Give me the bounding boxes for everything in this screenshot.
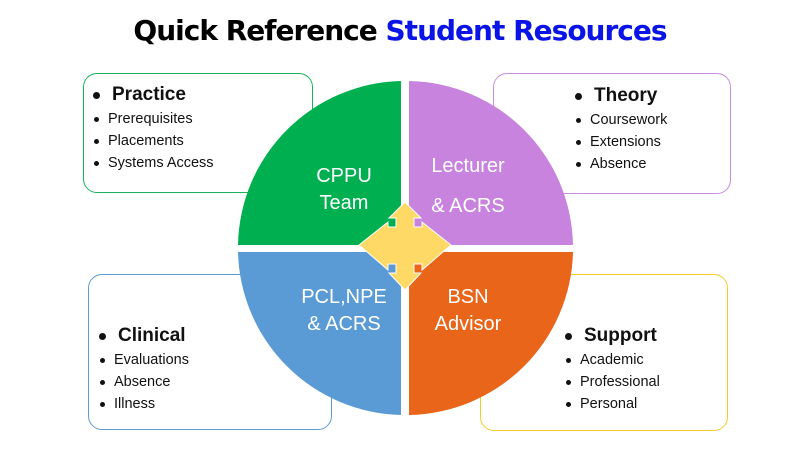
clinical-list: Clinical Evaluations Absence Illness — [99, 323, 189, 415]
bullet-icon — [566, 401, 571, 407]
list-item: Academic — [565, 349, 660, 371]
bullet-icon — [100, 357, 105, 363]
list-item: Absence — [575, 153, 667, 175]
bullet-icon — [94, 116, 99, 122]
list-item-text: Personal — [580, 396, 638, 412]
bullet-icon — [94, 160, 99, 166]
list-item: Absence — [99, 371, 189, 393]
list-item-text: Extensions — [590, 134, 661, 150]
practice-heading: Practice — [93, 82, 214, 108]
list-item: Prerequisites — [93, 108, 214, 130]
practice-list: Practice Prerequisites Placements System… — [93, 82, 214, 174]
bullet-icon — [575, 92, 582, 100]
list-item-text: Placements — [108, 133, 184, 149]
list-item-text: Professional — [580, 374, 660, 390]
bullet-icon — [100, 379, 105, 385]
bullet-icon — [100, 401, 105, 407]
list-item: Systems Access — [93, 152, 214, 174]
quadrant-label-bottom-right-line-1: BSN — [447, 286, 488, 308]
bullet-icon — [565, 332, 572, 340]
bullet-icon — [566, 357, 571, 363]
list-item-text: Coursework — [590, 112, 668, 128]
support-heading-text: Support — [584, 325, 657, 346]
bullet-icon — [566, 379, 571, 385]
quadrant-top-right — [409, 81, 573, 245]
page-title: Quick Reference Student Resources — [0, 14, 800, 47]
practice-heading-text: Practice — [112, 84, 186, 105]
list-item-text: Absence — [114, 374, 171, 390]
quadrant-top-left — [238, 81, 401, 245]
quadrant-bottom-right — [409, 252, 573, 415]
list-item-text: Absence — [590, 156, 647, 172]
bullet-icon — [99, 332, 106, 340]
list-item: Placements — [93, 130, 214, 152]
list-item-text: Systems Access — [108, 155, 214, 171]
title-part-1: Quick Reference — [133, 14, 377, 47]
quadrant-label-top-left-line-2: Team — [320, 192, 369, 214]
quadrant-label-top-right-line-1: Lecturer — [431, 155, 505, 177]
quadrant-label-bottom-left-line-2: & ACRS — [307, 313, 380, 335]
theory-list: Theory Coursework Extensions Absence — [575, 83, 667, 175]
support-heading: Support — [565, 323, 660, 349]
bullet-icon — [93, 91, 100, 99]
quadrant-label-top-right-line-2: & ACRS — [431, 195, 504, 217]
bullet-icon — [576, 161, 581, 167]
four-way-arrow-icon — [358, 201, 452, 291]
list-item: Professional — [565, 371, 660, 393]
quadrant-label-bottom-right-line-2: Advisor — [435, 313, 502, 335]
theory-heading: Theory — [575, 83, 667, 109]
list-item: Extensions — [575, 131, 667, 153]
list-item: Personal — [565, 393, 660, 415]
support-list: Support Academic Professional Personal — [565, 323, 660, 415]
bullet-icon — [576, 139, 581, 145]
list-item-text: Evaluations — [114, 352, 189, 368]
list-item: Coursework — [575, 109, 667, 131]
title-part-2: Student Resources — [385, 14, 668, 47]
list-item: Evaluations — [99, 349, 189, 371]
bullet-icon — [576, 117, 581, 123]
clinical-heading-text: Clinical — [118, 325, 186, 346]
quadrant-bottom-left — [238, 252, 401, 415]
quadrant-label-top-left-line-1: CPPU — [316, 165, 372, 187]
quadrant-label-bottom-left-line-1: PCL,NPE — [301, 286, 387, 308]
clinical-heading: Clinical — [99, 323, 189, 349]
list-item-text: Academic — [580, 352, 644, 368]
list-item-text: Prerequisites — [108, 111, 193, 127]
theory-heading-text: Theory — [594, 85, 658, 106]
list-item: Illness — [99, 393, 189, 415]
list-item-text: Illness — [114, 396, 156, 412]
bullet-icon — [94, 138, 99, 144]
